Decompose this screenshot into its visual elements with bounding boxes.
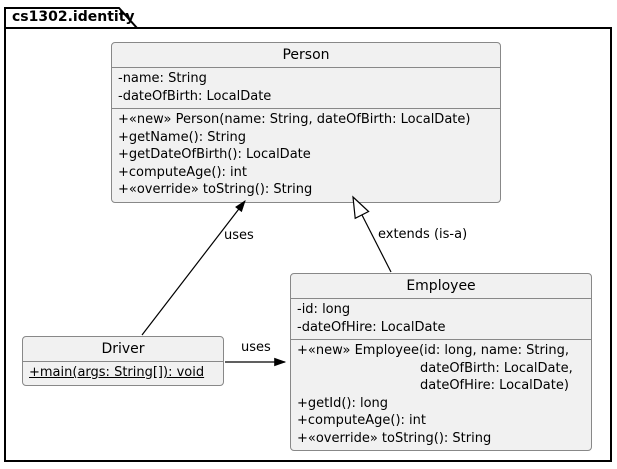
driver-to-person-uses-arrow xyxy=(141,200,246,336)
employee-class-title: Employee xyxy=(291,274,591,299)
employee-class-box: Employee -id: long -dateOfHire: LocalDate… xyxy=(290,273,592,451)
driver-class-title: Driver xyxy=(23,337,223,362)
method-line: +main(args: String[]): void xyxy=(29,365,205,380)
employee-methods-compartment: +«new» Employee(id: long, name: String, d… xyxy=(291,339,591,450)
person-class-title: Person xyxy=(112,43,500,68)
method-line: +computeAge(): int xyxy=(297,413,426,428)
method-line: +getName(): String xyxy=(118,129,247,145)
driver-class-box: Driver +main(args: String[]): void xyxy=(22,336,224,386)
person-attributes-compartment: -name: String -dateOfBirth: LocalDate xyxy=(112,68,500,108)
attribute-line: -dateOfHire: LocalDate xyxy=(297,319,446,335)
method-line: +«new» Employee(id: long, name: String, xyxy=(297,343,570,358)
method-line: dateOfBirth: LocalDate, xyxy=(420,360,573,376)
attribute-line: -id: long xyxy=(297,302,351,317)
uses-label-driver-employee: uses xyxy=(241,340,271,355)
attribute-line: -name: String xyxy=(118,71,207,86)
method-line: +«override» toString(): String xyxy=(297,430,492,446)
driver-methods-compartment: +main(args: String[]): void xyxy=(23,362,223,385)
method-line: +computeAge(): int xyxy=(118,164,247,180)
method-line: +getId(): long xyxy=(297,395,389,411)
method-line: +getDateOfBirth(): LocalDate xyxy=(118,147,311,162)
employee-attributes-compartment: -id: long -dateOfHire: LocalDate xyxy=(291,299,591,339)
method-line: +«override» toString(): String xyxy=(118,182,313,197)
method-line: +«new» Person(name: String, dateOfBirth:… xyxy=(118,112,471,127)
extends-label: extends (is-a) xyxy=(378,227,468,242)
employee-to-person-extends-line xyxy=(361,214,392,273)
uses-label-driver-person: uses xyxy=(224,228,254,243)
person-class-box: Person -name: String -dateOfBirth: LocalD… xyxy=(111,42,501,203)
attribute-line: -dateOfBirth: LocalDate xyxy=(118,88,272,104)
package-name: cs1302.identity xyxy=(12,9,135,25)
method-line: dateOfHire: LocalDate) xyxy=(420,378,569,393)
person-methods-compartment: +«new» Person(name: String, dateOfBirth:… xyxy=(112,108,500,202)
